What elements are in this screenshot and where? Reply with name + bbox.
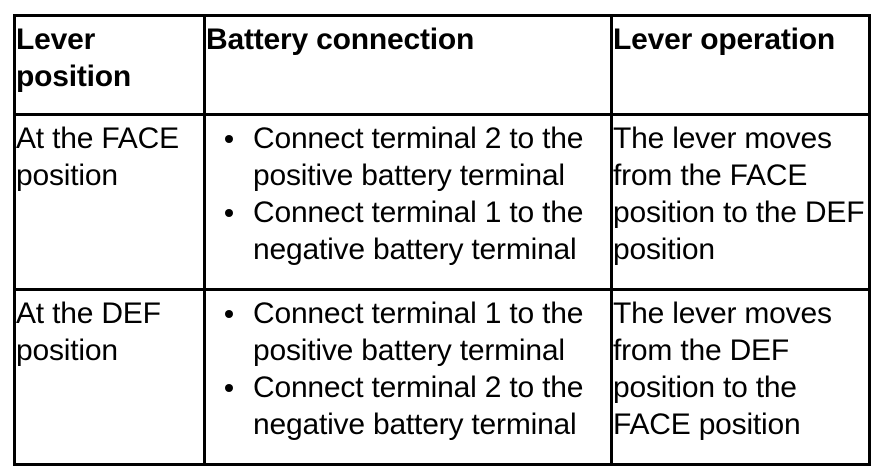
cell-lever-position-face-text: At the FACE position [16,122,179,192]
column-header-lever-position-label: Lever position [16,23,132,93]
bullet-dot-icon [225,310,233,318]
cell-lever-position-def-text: At the DEF position [16,297,161,367]
cell-lever-position-face: At the FACE position [13,113,206,291]
cell-lever-operation-face: The lever moves from the FACE position t… [610,113,871,291]
column-header-lever-operation-label: Lever operation [613,23,836,56]
list-item: Connect terminal 2 to the positive batte… [206,120,610,194]
page-canvas: Lever position Battery connection Lever … [13,14,871,466]
cell-battery-connection-def: Connect terminal 1 to the positive batte… [203,288,613,466]
list-item-text: Connect terminal 1 to the positive batte… [253,297,584,367]
bullet-dot-icon [225,135,233,143]
cell-battery-connection-face: Connect terminal 2 to the positive batte… [203,113,613,291]
column-header-battery-connection: Battery connection [203,14,613,116]
cell-lever-operation-def-text: The lever moves from the DEF position to… [613,297,832,441]
list-item-text: Connect terminal 1 to the negative batte… [253,196,584,266]
list-item-text: Connect terminal 2 to the negative batte… [253,371,584,441]
bullet-dot-icon [225,384,233,392]
column-header-lever-operation: Lever operation [610,14,871,116]
cell-lever-operation-face-text: The lever moves from the FACE position t… [613,122,865,266]
lever-battery-table: Lever position Battery connection Lever … [13,14,871,466]
cell-lever-position-def: At the DEF position [13,288,206,466]
list-item: Connect terminal 1 to the positive batte… [206,295,610,369]
table-header-row: Lever position Battery connection Lever … [13,14,871,116]
list-item: Connect terminal 2 to the negative batte… [206,369,610,443]
column-header-lever-position: Lever position [13,14,206,116]
table-row: At the DEF position Connect terminal 1 t… [13,288,871,466]
cell-lever-operation-def: The lever moves from the DEF position to… [610,288,871,466]
list-item: Connect terminal 1 to the negative batte… [206,194,610,268]
column-header-battery-connection-label: Battery connection [206,23,475,56]
list-item-text: Connect terminal 2 to the positive batte… [253,122,584,192]
table-row: At the FACE position Connect terminal 2 … [13,113,871,291]
bullet-list-face: Connect terminal 2 to the positive batte… [206,120,610,268]
bullet-dot-icon [225,209,233,217]
bullet-list-def: Connect terminal 1 to the positive batte… [206,295,610,443]
